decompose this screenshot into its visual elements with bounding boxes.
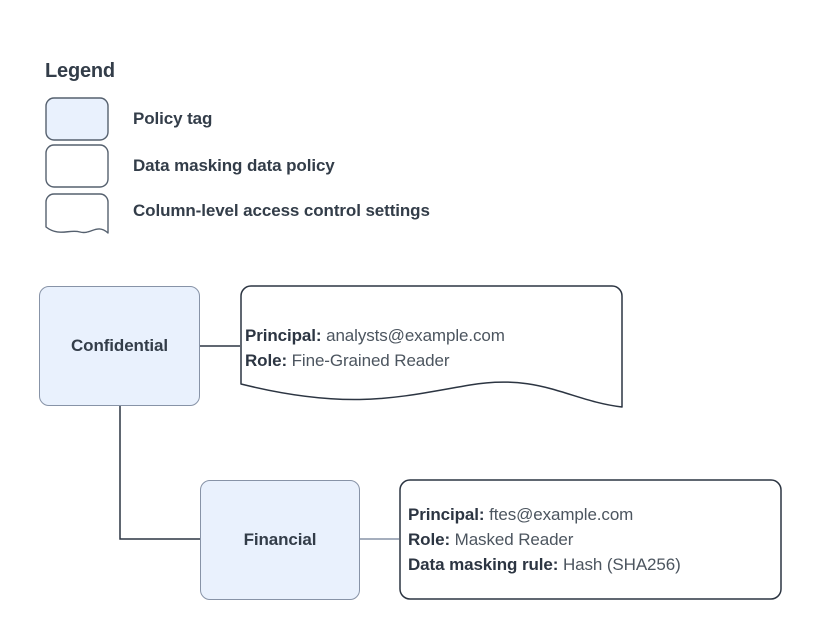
callout-key-principal: Principal: (245, 326, 322, 345)
callout-value-principal: ftes@example.com (489, 505, 634, 524)
legend-swatch-column-access-control (45, 193, 109, 237)
callout-line-principal: Principal: ftes@example.com (408, 502, 681, 527)
callout-value-role: Masked Reader (454, 530, 574, 549)
policy-tag-node-confidential-label: Confidential (70, 336, 168, 355)
policy-tag-node-financial[interactable]: Financial (200, 480, 360, 600)
legend-swatch-data-masking-policy (45, 144, 109, 188)
callout-key-principal: Principal: (408, 505, 485, 524)
legend-item-column-access-control: Column-level access control settings (0, 193, 820, 239)
callout-value-principal: analysts@example.com (326, 326, 505, 345)
callout-value-role: Fine-Grained Reader (291, 351, 450, 370)
legend-title: Legend (45, 60, 115, 82)
callout-key-role: Role: (245, 351, 288, 370)
callout-line-data-masking-rule: Data masking rule: Hash (SHA256) (408, 552, 681, 577)
policy-tag-node-confidential[interactable]: Confidential (39, 286, 200, 406)
callout-financial: Principal: ftes@example.com Role: Masked… (399, 479, 782, 600)
callout-line-role: Role: Masked Reader (408, 527, 681, 552)
legend-item-data-masking-policy: Data masking data policy (0, 144, 820, 190)
legend-label-column-access-control: Column-level access control settings (133, 201, 430, 220)
callout-financial-body: Principal: ftes@example.com Role: Masked… (408, 502, 681, 577)
callout-line-role: Role: Fine-Grained Reader (245, 348, 505, 373)
callout-value-data-masking-rule: Hash (SHA256) (562, 555, 681, 574)
legend-label-policy-tag: Policy tag (133, 109, 213, 128)
legend-item-policy-tag: Policy tag (0, 97, 820, 143)
legend-swatch-policy-tag (45, 97, 109, 141)
callout-confidential: Principal: analysts@example.com Role: Fi… (240, 285, 623, 410)
callout-key-data-masking-rule: Data masking rule: (408, 555, 559, 574)
legend-label-data-masking-policy: Data masking data policy (133, 156, 335, 175)
legend: Legend Policy tag Data masking data poli… (0, 0, 820, 250)
callout-line-principal: Principal: analysts@example.com (245, 323, 505, 348)
callout-confidential-body: Principal: analysts@example.com Role: Fi… (245, 323, 505, 373)
policy-tag-node-financial-label: Financial (243, 530, 317, 549)
callout-key-role: Role: (408, 530, 451, 549)
